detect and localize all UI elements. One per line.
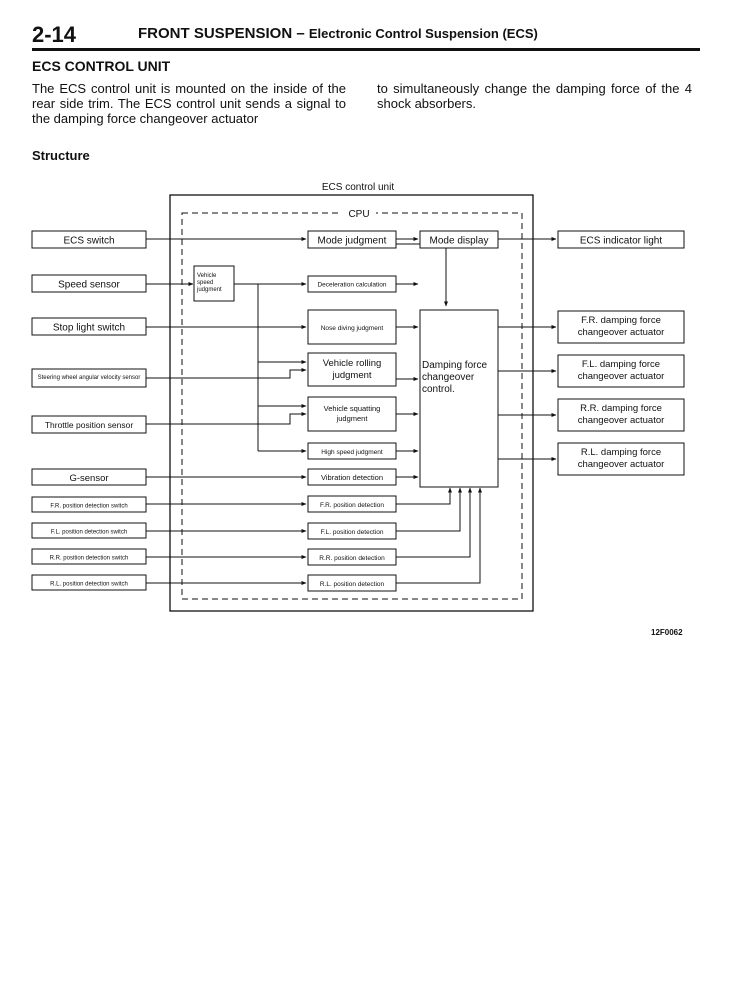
paragraph-column-1: The ECS control unit is mounted on the i… xyxy=(32,81,346,126)
mode-display-block xyxy=(419,230,499,249)
vehicle-rolling-label: Vehicle rolling judgment xyxy=(322,357,382,381)
input-rl-switch xyxy=(31,574,147,591)
cpu-label: CPU xyxy=(348,209,369,220)
input-fr-switch-label: F.R. position detection switch xyxy=(50,504,127,510)
mode-judgment-label: Mode judgment xyxy=(318,236,387,247)
deceleration-block xyxy=(307,275,397,293)
vehicle-rolling-block xyxy=(307,352,397,387)
actuator-rl xyxy=(557,442,685,476)
damping-control-block xyxy=(419,309,499,488)
speed-judgment-block xyxy=(193,265,235,302)
control-unit-frame xyxy=(169,194,534,612)
unit-title: ECS control unit xyxy=(322,182,394,193)
fl-detection-block xyxy=(307,522,397,540)
structure-heading: Structure xyxy=(32,148,90,163)
input-speed-sensor-label: Speed sensor xyxy=(58,280,120,291)
input-ecs-switch-label: ECS switch xyxy=(63,236,114,247)
deceleration-label: Deceleration calculation xyxy=(317,282,386,289)
input-rr-switch xyxy=(31,548,147,565)
input-stop-light-switch xyxy=(31,317,147,336)
input-fl-switch-label: F.L. position detection switch xyxy=(51,530,127,536)
input-throttle-sensor-label: Throttle position sensor xyxy=(45,420,134,430)
actuator-fl xyxy=(557,354,685,388)
damping-control-label: Damping force changeover control. xyxy=(422,360,488,395)
fr-detection-label: F.R. position detection xyxy=(320,502,384,509)
input-fl-switch xyxy=(31,522,147,539)
nose-diving-label: Nose diving judgment xyxy=(321,325,384,332)
nose-diving-block xyxy=(307,309,397,345)
subsection-name: Electronic Control Suspension (ECS) xyxy=(308,26,538,41)
page-number: 2-14 xyxy=(32,22,77,47)
rl-detection-label: R.L. position detection xyxy=(320,581,385,588)
input-steering-sensor-label: Steering wheel angular velocity sensor xyxy=(37,374,141,381)
fl-detection-label: F.L. position detection xyxy=(321,529,384,536)
input-stop-light-switch-label: Stop light switch xyxy=(53,323,125,334)
rl-detection-block xyxy=(307,574,397,592)
ecs-indicator-box xyxy=(557,230,685,249)
input-g-sensor xyxy=(31,468,147,486)
input-rr-switch-label: R.R. position detection switch xyxy=(50,556,129,562)
connections xyxy=(146,237,557,585)
section-title: FRONT SUSPENSION – Electronic Control Su… xyxy=(138,25,538,42)
input-steering-sensor xyxy=(31,368,147,388)
actuator-fl-label: F.L. damping force changeover actuator xyxy=(577,359,665,382)
high-speed-block xyxy=(307,442,397,460)
actuator-rr-label: R.R. damping force changeover actuator xyxy=(577,403,665,426)
input-throttle-sensor xyxy=(31,415,147,434)
actuator-fr xyxy=(557,310,685,344)
vehicle-squatting-label: Vehicle squatting judgment xyxy=(323,404,381,423)
vibration-block xyxy=(307,468,397,486)
speed-judgment-label: Vehicle speed judgment xyxy=(197,273,222,293)
section-heading: ECS CONTROL UNIT xyxy=(32,58,171,74)
input-boxes: ECS switch Speed sensor Stop light switc… xyxy=(31,230,147,591)
mode-display-label: Mode display xyxy=(430,236,489,247)
actuator-rr xyxy=(557,398,685,432)
mode-judgment-block xyxy=(307,230,397,249)
actuator-rl-label: R.L. damping force changeover actuator xyxy=(577,447,665,470)
figure-id: 12F0062 xyxy=(651,628,683,637)
input-speed-sensor xyxy=(31,274,147,293)
actuator-boxes: F.R. damping force changeover actuator F… xyxy=(557,310,685,476)
rr-detection-label: R.R. position detection xyxy=(319,555,385,562)
vehicle-squatting-block xyxy=(307,396,397,432)
fr-detection-block xyxy=(307,495,397,513)
input-rl-switch-label: R.L. position detection switch xyxy=(50,582,128,588)
rr-detection-block xyxy=(307,548,397,566)
actuator-fr-label: F.R. damping force changeover actuator xyxy=(577,315,665,338)
paragraph-column-2: to simultaneously change the damping for… xyxy=(377,81,692,111)
input-fr-switch xyxy=(31,496,147,513)
input-ecs-switch xyxy=(31,230,147,249)
vibration-label: Vibration detection xyxy=(321,473,383,482)
section-name: FRONT SUSPENSION – xyxy=(138,25,305,42)
input-g-sensor-label: G-sensor xyxy=(69,473,108,484)
page-header: 2-14 FRONT SUSPENSION – Electronic Contr… xyxy=(32,22,700,51)
high-speed-label: High speed judgment xyxy=(321,449,383,456)
ecs-indicator-label: ECS indicator light xyxy=(580,236,662,247)
judgment-blocks: Deceleration calculation Nose diving jud… xyxy=(307,275,397,592)
